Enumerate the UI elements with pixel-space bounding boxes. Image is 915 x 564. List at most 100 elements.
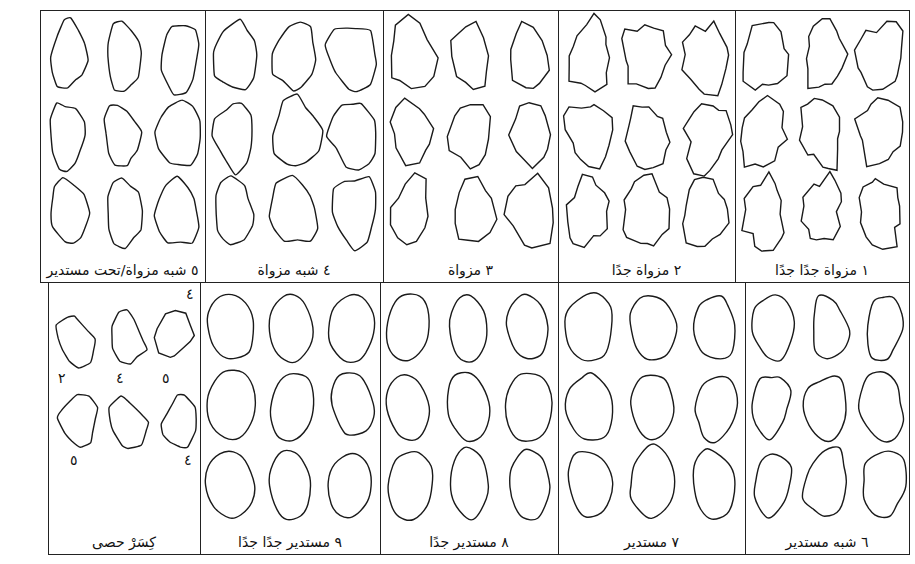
panel-caption: ٦ شبه مستدير bbox=[783, 533, 870, 551]
pebble-outline bbox=[109, 396, 149, 448]
pebble-outline bbox=[56, 316, 95, 368]
pebble-outline bbox=[391, 14, 438, 88]
pebble-outline bbox=[506, 373, 553, 441]
pebble-outline bbox=[803, 376, 846, 442]
roundness-panel: ٣ مزواة bbox=[383, 10, 559, 283]
pebble-outline bbox=[331, 373, 375, 435]
pebble-outline bbox=[450, 447, 488, 520]
pebble-outline bbox=[695, 377, 737, 443]
pebble-outline bbox=[800, 98, 840, 170]
pebble-outline bbox=[752, 377, 791, 440]
pebble-outline bbox=[568, 452, 613, 518]
panel-caption: ٢ مزواة جدًا bbox=[610, 261, 684, 279]
pebble-outline bbox=[154, 176, 199, 243]
pebble-outline bbox=[565, 373, 612, 440]
pebble-outline bbox=[682, 21, 729, 96]
roundness-panel: ٤ شبه مزواة bbox=[205, 10, 384, 283]
pebble-outline bbox=[510, 449, 550, 520]
pebble-outline bbox=[328, 294, 374, 362]
panel-caption: كِسَرْ حصى bbox=[90, 533, 158, 551]
pebble-outline bbox=[566, 174, 609, 247]
pebble-outline bbox=[112, 310, 147, 364]
panel-caption: ٥ شبه مزواة/تحت مستدير bbox=[44, 261, 200, 279]
callout-number: ٥ bbox=[162, 370, 170, 386]
callout-number: ٤ bbox=[116, 370, 124, 386]
pebble-outline bbox=[855, 21, 903, 90]
pebble-outline bbox=[325, 28, 376, 91]
callout-number: ٤ bbox=[184, 452, 192, 468]
pebble-outline bbox=[867, 296, 903, 360]
pebble-outline bbox=[216, 176, 254, 245]
pebble-outline bbox=[743, 23, 789, 91]
pebble-outline bbox=[752, 295, 794, 361]
roundness-panel: ٦ شبه مستدير bbox=[745, 282, 910, 555]
pebble-outline bbox=[511, 21, 550, 88]
pebble-outline bbox=[388, 451, 433, 520]
pebble-outline bbox=[328, 454, 371, 518]
pebble-outline bbox=[630, 444, 675, 518]
pebble-outline bbox=[161, 26, 199, 95]
pebble-outline bbox=[213, 19, 256, 90]
roundness-panel: ٥ شبه مزواة/تحت مستدير bbox=[40, 10, 206, 283]
pebble-outline bbox=[754, 454, 792, 518]
panel-caption: ٩ مستدير جدًا جدًا bbox=[236, 533, 344, 551]
callout-number: ٤ bbox=[186, 286, 194, 302]
callout-number: ٢ bbox=[58, 370, 66, 386]
pebble-outline bbox=[693, 449, 734, 519]
pebble-outline bbox=[108, 178, 143, 248]
pebble-outline bbox=[683, 104, 732, 176]
pebble-outline bbox=[391, 173, 429, 245]
pebble-outline bbox=[801, 172, 841, 240]
pebble-outline bbox=[207, 370, 255, 439]
pebble-outline bbox=[390, 98, 433, 166]
pebble-outline bbox=[565, 293, 612, 361]
pebble-outline bbox=[154, 311, 194, 358]
pebble-outline bbox=[327, 103, 376, 170]
pebble-outline bbox=[564, 105, 613, 169]
roundness-panel: ٨ مستدير جدًا bbox=[380, 282, 559, 555]
panel-caption: ٤ شبه مزواة bbox=[255, 261, 332, 279]
pebble-outline bbox=[625, 106, 670, 170]
pebble-outline bbox=[694, 296, 735, 359]
pebble-outline bbox=[161, 394, 196, 447]
pebble-outline bbox=[569, 13, 610, 92]
roundness-panel: ١ مزواة جدًا جدًا bbox=[735, 10, 910, 283]
pebble-outline bbox=[742, 172, 784, 251]
pebble-outline bbox=[155, 100, 200, 165]
roundness-panel: كِسَرْ حصى bbox=[48, 282, 201, 555]
panel-caption: ١ مزواة جدًا جدًا bbox=[773, 261, 871, 279]
pebble-outline bbox=[863, 451, 906, 517]
pebble-outline bbox=[506, 294, 548, 359]
pebble-outline bbox=[631, 375, 674, 439]
panel-caption: ٨ مستدير جدًا bbox=[427, 533, 511, 551]
pebble-outline bbox=[859, 179, 900, 250]
roundness-panel: ٧ مستدير bbox=[558, 282, 746, 555]
pebble-outline bbox=[272, 22, 316, 91]
pebble-outline bbox=[741, 96, 788, 168]
pebble-outline bbox=[269, 175, 317, 241]
pebble-outline bbox=[387, 294, 429, 361]
pebble-outline bbox=[630, 296, 677, 360]
pebble-outline bbox=[51, 178, 90, 244]
pebble-outline bbox=[205, 451, 255, 518]
pebble-outline bbox=[451, 22, 489, 90]
pebble-outline bbox=[50, 103, 85, 172]
pebble-outline bbox=[207, 294, 253, 358]
pebble-outline bbox=[449, 295, 487, 362]
pebble-outline bbox=[859, 372, 904, 442]
pebble-outline bbox=[623, 174, 670, 246]
pebble-outline bbox=[622, 25, 672, 89]
pebble-outline bbox=[212, 103, 252, 175]
pebble-outline bbox=[386, 375, 429, 440]
pebble-outline bbox=[509, 103, 551, 169]
roundness-panel: ٩ مستدير جدًا جدًا bbox=[200, 282, 381, 555]
pebble-outline bbox=[269, 294, 313, 363]
pebble-outline bbox=[269, 451, 310, 520]
pebble-outline bbox=[802, 447, 846, 516]
roundness-panel: ٢ مزواة جدًا bbox=[558, 10, 736, 283]
pebble-outline bbox=[448, 372, 490, 441]
pebble-outline bbox=[273, 94, 323, 166]
pebble-outline bbox=[455, 177, 497, 242]
pebble-outline bbox=[807, 19, 848, 89]
pebble-outline bbox=[814, 295, 850, 359]
